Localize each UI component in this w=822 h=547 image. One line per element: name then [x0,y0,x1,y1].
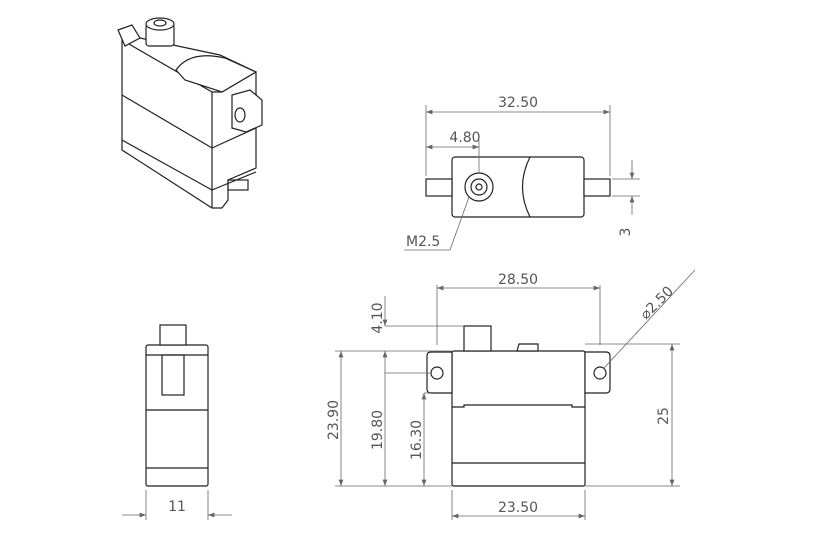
front-view: 28.50 ⌀2.50 4.10 23.90 19.80 16.30 25 23… [326,269,696,520]
dim-thread: M2.5 [406,234,440,250]
dim-body-width: 23.50 [498,500,538,516]
dim-hole-spacing: 28.50 [498,272,538,288]
dim-hole-diameter: ⌀2.50 [638,284,677,323]
dim-body-lower-height: 16.30 [409,420,425,460]
side-view: 11 [122,324,232,520]
dim-tab-thickness: 3 [618,228,634,237]
dim-to-tab-height: 19.80 [370,410,386,450]
dim-top-length: 32.50 [498,95,538,111]
isometric-view [117,17,263,209]
dim-total-height: 23.90 [326,400,342,440]
dim-top-offset: 4.80 [449,130,480,146]
dim-side-width: 11 [168,499,186,515]
dim-spline-height: 4.10 [370,302,386,333]
dim-body-height: 25 [656,407,672,425]
top-view: 32.50 4.80 M2.5 3 [404,95,640,251]
